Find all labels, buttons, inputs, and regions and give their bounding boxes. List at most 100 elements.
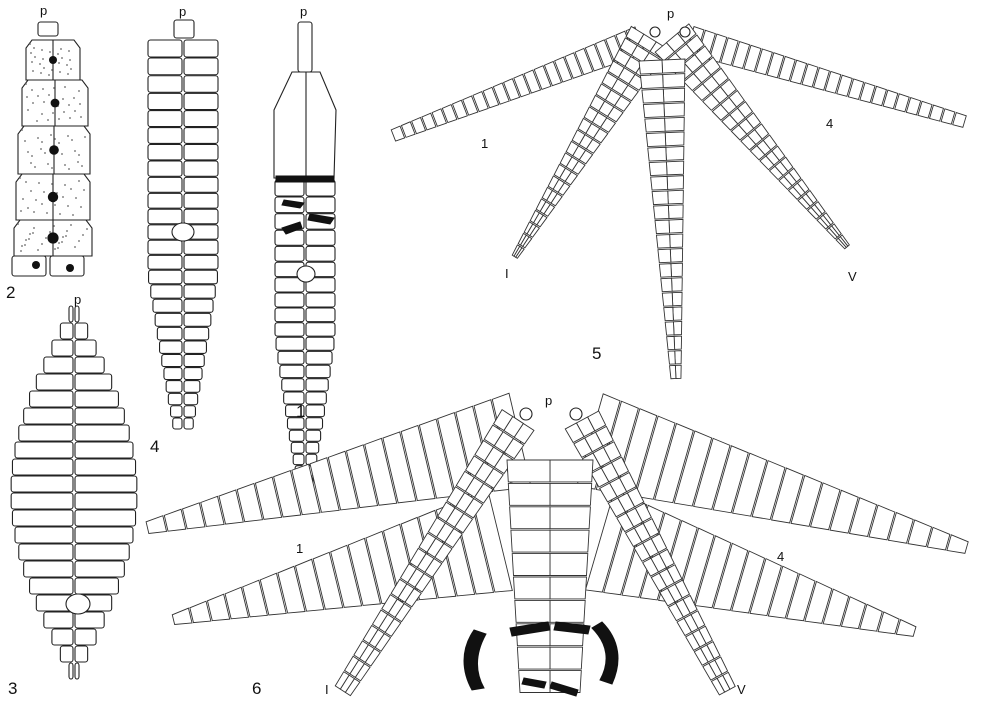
stipple-dot [46, 212, 48, 214]
column-plate [306, 365, 330, 378]
stipple-dot [48, 94, 50, 96]
spindle-plate [12, 510, 73, 526]
stipple-dot [51, 69, 53, 71]
stipple-dot [79, 103, 81, 105]
ambulacral-plate [665, 132, 684, 146]
apical-plate [174, 20, 194, 38]
spindle-plate [75, 561, 124, 577]
figure-5-arm-label-V: V [848, 269, 857, 284]
stipple-dot [31, 61, 33, 63]
stipple-dot [50, 134, 52, 136]
stipple-dot [54, 138, 56, 140]
stipple-dot [49, 231, 51, 233]
ambulacral-plate [674, 336, 681, 349]
ambulacral-plate [656, 235, 670, 249]
stipple-dot [70, 68, 72, 70]
central-plate [550, 554, 588, 576]
spindle-plate [36, 374, 73, 390]
stipple-dot [32, 102, 34, 104]
column-plate [184, 93, 218, 109]
central-plate [550, 600, 585, 622]
stipple-dot [43, 101, 45, 103]
stipple-dot [48, 74, 50, 76]
stipple-dot [49, 51, 51, 53]
ambulacral-plate [665, 117, 685, 131]
column-plate [184, 285, 215, 298]
central-plate [550, 507, 590, 529]
stipple-dot [34, 56, 36, 58]
spindle-plate [75, 357, 104, 373]
spindle-plate [69, 306, 73, 322]
ambulacral-plate [648, 147, 667, 161]
ambulacral-plate [673, 307, 682, 320]
ambulacral-plate [673, 321, 681, 334]
ambulacral-plate [642, 89, 664, 103]
stipple-dot [69, 117, 71, 119]
column-plate [184, 368, 202, 380]
stipple-dot [54, 248, 56, 250]
ambulacral-plate [659, 264, 671, 278]
stipple-dot [59, 213, 61, 215]
pore-mark [680, 27, 690, 37]
stipple-dot [54, 204, 56, 206]
spindle-plate [11, 493, 73, 509]
stipple-dot [86, 228, 88, 230]
ambulacral-plate [164, 509, 185, 531]
pore-mark [51, 99, 60, 108]
central-plate [511, 530, 550, 552]
central-plate [550, 460, 593, 482]
column-plate [184, 144, 218, 160]
stipple-dot [53, 87, 55, 89]
column-plate [306, 197, 335, 213]
figure-5-pole-label: p [667, 6, 674, 21]
spindle-plate [75, 578, 118, 594]
stipple-dot [68, 50, 70, 52]
central-plate [550, 647, 583, 669]
figure-2-stippled-column: p 2 [6, 3, 92, 302]
stipple-dot [68, 168, 70, 170]
central-opening [172, 223, 194, 241]
dark-bar [464, 630, 486, 690]
column-plate [306, 230, 335, 245]
ambulacral-plate [172, 608, 192, 624]
column-plate [157, 327, 182, 340]
spindle-plate [12, 459, 73, 475]
column-plate [291, 442, 304, 453]
figure-5-arm-label-4: 4 [826, 116, 833, 131]
central-plate [510, 507, 550, 529]
column-plate [184, 58, 218, 75]
stipple-dot [74, 150, 76, 152]
stipple-dot [58, 242, 60, 244]
column-plate [148, 240, 182, 254]
stipple-dot [67, 205, 69, 207]
stipple-dot [74, 246, 76, 248]
dark-bar [592, 622, 618, 684]
ambulacral-plate [670, 234, 683, 248]
spindle-plate [52, 340, 73, 356]
stipple-dot [80, 206, 82, 208]
pore-mark [48, 192, 58, 202]
column-plate [275, 246, 304, 261]
large-apical-plate [274, 72, 336, 178]
column-plate [164, 368, 182, 380]
stipple-dot [78, 180, 80, 182]
stipple-dot [39, 63, 41, 65]
column-plate [293, 454, 304, 465]
stipple-dot [58, 118, 60, 120]
column-plate [148, 144, 182, 160]
spindle-plate [75, 646, 88, 662]
stipple-dot [61, 241, 63, 243]
ambulacral-plate [670, 249, 682, 263]
spindle-plate [75, 374, 112, 390]
stipple-dot [21, 245, 23, 247]
ambulacral-plate [670, 365, 676, 378]
stipple-dot [25, 239, 27, 241]
column-plate [148, 40, 182, 57]
figure-6-plates [146, 393, 968, 696]
ambulacral-plate [645, 118, 665, 132]
figure-2-pole-label: p [40, 3, 47, 18]
stipple-dot [24, 140, 26, 142]
figure-6-arm-label-I: I [325, 682, 329, 697]
ambulacral-plate [190, 601, 211, 622]
